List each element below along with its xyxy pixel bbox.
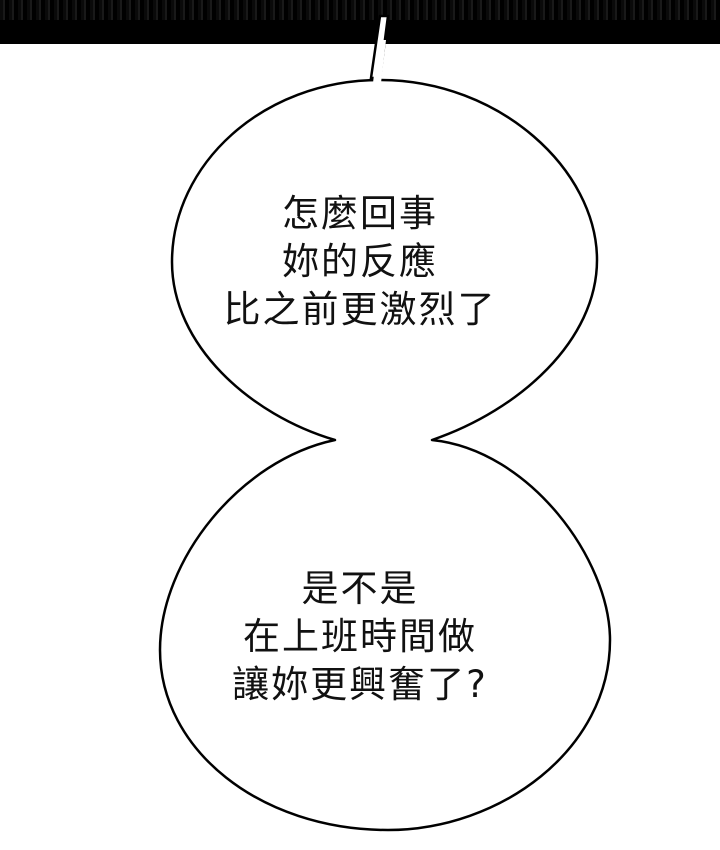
speech-bubble-outline <box>158 78 612 832</box>
dialogue-line: 是不是 <box>301 567 419 610</box>
panel-shading <box>0 0 720 20</box>
speech-text-top: 怎麼回事 妳的反應 比之前更激烈了 <box>0 190 720 334</box>
dialogue-line: 比之前更激烈了 <box>223 288 497 331</box>
dialogue-line: 妳的反應 <box>282 240 438 283</box>
dialogue-line: 怎麼回事 <box>282 192 438 235</box>
dialogue-line: 讓妳更興奮了? <box>232 663 488 706</box>
speech-text-bottom: 是不是 在上班時間做 讓妳更興奮了? <box>0 565 720 709</box>
dialogue-line: 在上班時間做 <box>243 615 477 658</box>
top-panel-band <box>0 0 720 44</box>
